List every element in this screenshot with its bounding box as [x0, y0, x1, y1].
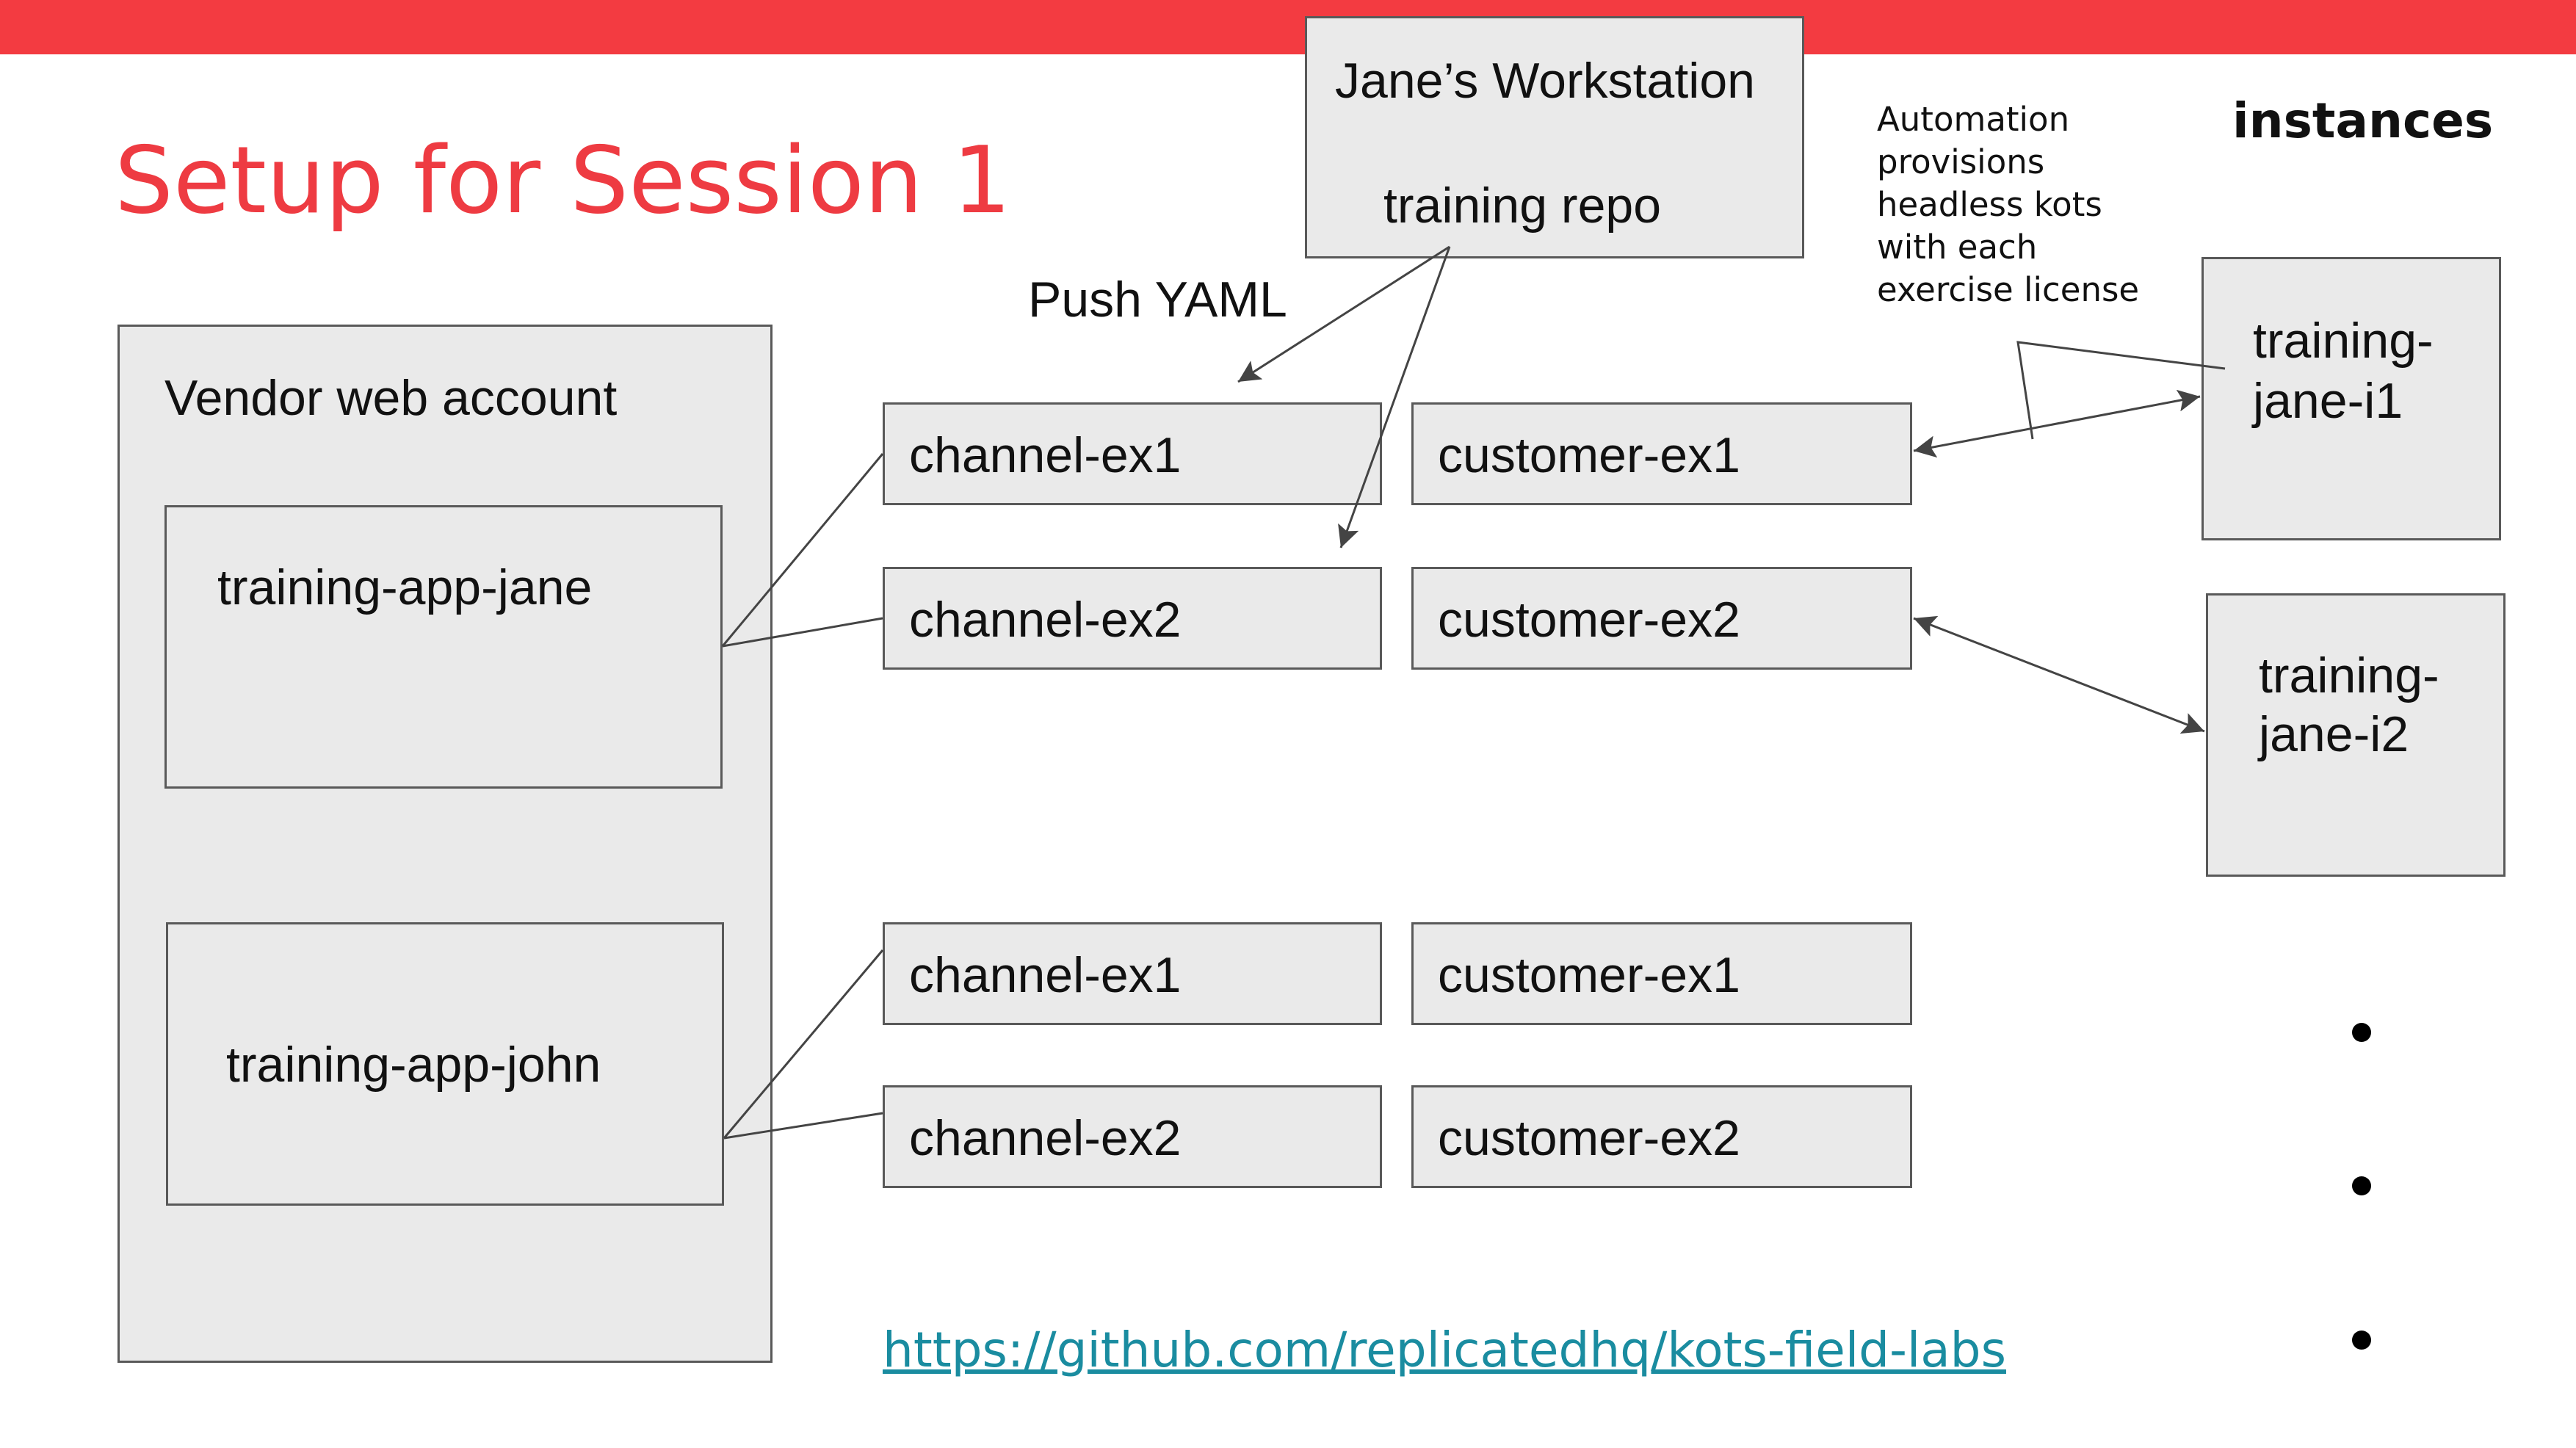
app-box-john: [166, 922, 724, 1206]
workstation-box: [1305, 16, 1804, 258]
ellipsis-dot: [2352, 1331, 2371, 1350]
channel-box-john-ex2: [883, 1085, 1382, 1188]
app-jane-to-channel-ex2: [722, 617, 883, 648]
customer-box-john-ex1: [1411, 922, 1912, 1025]
push-arrow-ex2: [1338, 246, 1451, 549]
instance-label-i2-line2: jane-i2: [2259, 706, 2409, 762]
channel-box-jane-ex1: [883, 402, 1382, 505]
customer-ex2-instance-arrow: [1913, 615, 2205, 734]
automation-note-line: provisions: [1877, 142, 2045, 181]
vendor-account-label: Vendor web account: [164, 370, 618, 426]
customer-ex1-instance-arrow: [1913, 389, 2201, 458]
ellipsis-dot: [2352, 1023, 2371, 1042]
automation-note: Automation provisions headless kots with…: [1877, 98, 2185, 311]
channel-label-john-ex2: channel-ex2: [909, 1110, 1182, 1166]
ellipsis-dot: [2352, 1176, 2371, 1195]
channel-label-jane-ex2: channel-ex2: [909, 592, 1182, 648]
app-box-jane: [164, 505, 723, 789]
push-yaml-label: Push YAML: [1028, 272, 1287, 327]
training-repo-label: training repo: [1383, 178, 1662, 234]
instance-label-i1-line2: jane-i1: [2253, 373, 2403, 429]
top-accent-bar: [0, 0, 2576, 54]
customer-label-john-ex1: customer-ex1: [1438, 947, 1740, 1003]
automation-note-line: Automation: [1877, 100, 2070, 139]
instances-header: instances: [2232, 93, 2494, 149]
app-label-jane: training-app-jane: [217, 560, 593, 615]
app-john-to-channel-ex1: [723, 949, 884, 1139]
github-link[interactable]: https://github.com/replicatedhq/kots-fie…: [883, 1322, 2006, 1378]
push-arrow-ex1: [1237, 245, 1450, 383]
automation-note-line: headless kots: [1877, 185, 2102, 224]
workstation-title: Jane’s Workstation: [1335, 53, 1755, 109]
instance-label-i2-line1: training-: [2259, 648, 2439, 703]
instance-box-i2: [2206, 593, 2506, 877]
app-john-to-channel-ex2: [723, 1112, 883, 1140]
channel-label-jane-ex1: channel-ex1: [909, 427, 1182, 483]
customer-box-john-ex2: [1411, 1085, 1912, 1188]
channel-label-john-ex1: channel-ex1: [909, 947, 1182, 1003]
instance-box-i1: [2201, 257, 2501, 540]
instance-label-i1-line1: training-: [2253, 313, 2434, 369]
customer-box-jane-ex1: [1411, 402, 1912, 505]
customer-label-john-ex2: customer-ex2: [1438, 1110, 1740, 1166]
customer-box-jane-ex2: [1411, 567, 1912, 670]
automation-callout: [2016, 341, 2226, 440]
app-label-john: training-app-john: [226, 1037, 601, 1093]
automation-note-line: exercise license: [1877, 270, 2140, 309]
customer-label-jane-ex1: customer-ex1: [1438, 427, 1740, 483]
channel-box-jane-ex2: [883, 567, 1382, 670]
customer-label-jane-ex2: customer-ex2: [1438, 592, 1740, 648]
slide-title: Setup for Session 1: [115, 126, 1012, 234]
channel-box-john-ex1: [883, 922, 1382, 1025]
app-jane-to-channel-ex1: [721, 453, 884, 647]
automation-note-line: with each: [1877, 228, 2038, 267]
